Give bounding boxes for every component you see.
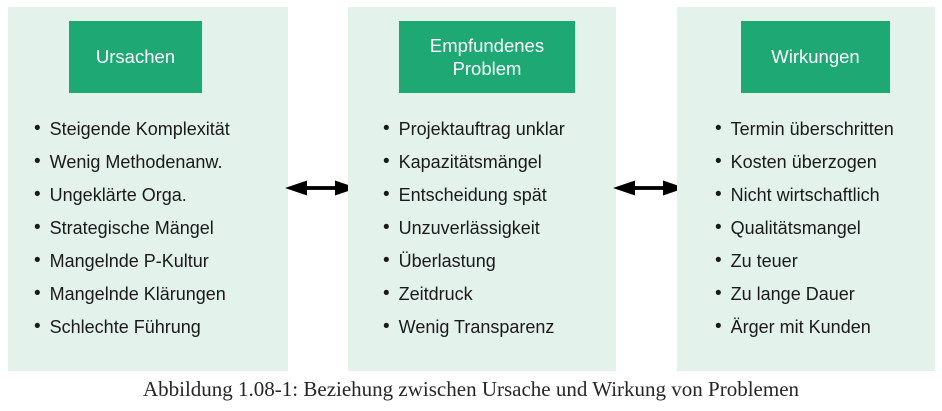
list-item: • Projektauftrag unklar — [348, 113, 616, 146]
bullet-icon: • — [715, 217, 722, 238]
bullet-icon: • — [715, 250, 722, 271]
bullet-icon: • — [715, 184, 722, 205]
causes-list: • Steigende Komplexität • Wenig Methodenan… — [8, 113, 288, 344]
list-item-label: Zu teuer — [730, 251, 798, 271]
column-header-causes: Ursachen — [69, 21, 202, 93]
bullet-icon: • — [715, 316, 722, 337]
bullet-icon: • — [383, 316, 390, 337]
list-item: • Kosten überzogen — [677, 146, 935, 179]
list-item-label: Unzuverlässigkeit — [398, 218, 540, 238]
column-header-problem: Empfundenes Problem — [399, 21, 575, 93]
list-item-label: Steigende Komplexität — [49, 119, 230, 139]
column-header-label: Empfundenes Problem — [429, 34, 545, 79]
column-header-label: Wirkungen — [771, 46, 860, 68]
list-item: • Entscheidung spät — [348, 179, 616, 212]
bullet-icon: • — [715, 151, 722, 172]
list-item: • Steigende Komplexität — [8, 113, 288, 146]
list-item-label: Strategische Mängel — [49, 218, 214, 238]
list-item: • Zu teuer — [677, 245, 935, 278]
list-item: • Überlastung — [348, 245, 616, 278]
double-arrow-icon — [613, 180, 685, 196]
list-item-label: Mangelnde Klärungen — [49, 284, 226, 304]
bullet-icon: • — [34, 217, 41, 238]
list-item: • Wenig Transparenz — [348, 311, 616, 344]
bullet-icon: • — [715, 118, 722, 139]
list-item-label: Wenig Transparenz — [398, 317, 555, 337]
bullet-icon: • — [383, 118, 390, 139]
list-item-label: Nicht wirtschaftlich — [730, 185, 880, 205]
list-item-label: Zeitdruck — [398, 284, 473, 304]
bullet-icon: • — [383, 151, 390, 172]
list-item: • Qualitätsmangel — [677, 212, 935, 245]
list-item: • Ungeklärte Orga. — [8, 179, 288, 212]
list-item-label: Termin überschritten — [730, 119, 894, 139]
list-item: • Mangelnde P-Kultur — [8, 245, 288, 278]
list-item: • Schlechte Führung — [8, 311, 288, 344]
list-item: • Termin überschritten — [677, 113, 935, 146]
list-item-label: Projektauftrag unklar — [398, 119, 565, 139]
list-item: • Ärger mit Kunden — [677, 311, 935, 344]
bullet-icon: • — [34, 283, 41, 304]
bullet-icon: • — [34, 118, 41, 139]
bullet-icon: • — [715, 283, 722, 304]
panel-perceived-problem: Empfundenes Problem • Projektauftrag unkl… — [348, 7, 616, 371]
panel-causes: Ursachen • Steigende Komplexität • Wenig M… — [8, 7, 288, 371]
bullet-icon: • — [34, 184, 41, 205]
list-item: • Zeitdruck — [348, 278, 616, 311]
bullet-icon: • — [34, 250, 41, 271]
list-item: • Zu lange Dauer — [677, 278, 935, 311]
list-item-label: Kapazitätsmängel — [398, 152, 542, 172]
list-item: • Kapazitätsmängel — [348, 146, 616, 179]
bullet-icon: • — [383, 184, 390, 205]
list-item-label: Ärger mit Kunden — [730, 317, 871, 337]
list-item-label: Schlechte Führung — [49, 317, 201, 337]
list-item-label: Mangelnde P-Kultur — [49, 251, 209, 271]
list-item: • Strategische Mängel — [8, 212, 288, 245]
bullet-icon: • — [383, 283, 390, 304]
figure-caption: Abbildung 1.08-1: Beziehung zwischen Urs… — [142, 377, 800, 401]
list-item: • Unzuverlässigkeit — [348, 212, 616, 245]
double-arrow-icon — [285, 180, 357, 196]
column-header-effects: Wirkungen — [741, 21, 890, 93]
list-item-label: Überlastung — [398, 251, 496, 271]
bullet-icon: • — [34, 151, 41, 172]
bullet-icon: • — [34, 316, 41, 337]
column-header-label: Ursachen — [95, 46, 176, 68]
list-item: • Mangelnde Klärungen — [8, 278, 288, 311]
list-item-label: Entscheidung spät — [398, 185, 547, 205]
bullet-icon: • — [383, 250, 390, 271]
panel-effects: Wirkungen • Termin überschritten • Kosten … — [677, 7, 935, 371]
bullet-icon: • — [383, 217, 390, 238]
list-item-label: Ungeklärte Orga. — [49, 185, 187, 205]
effects-list: •Termin überschritten •Kosten überzogen … — [677, 113, 935, 344]
list-item-label: Zu lange Dauer — [730, 284, 855, 304]
list-item-label: Wenig Methodenanw. — [49, 152, 223, 172]
list-item: • Nicht wirtschaftlich — [677, 179, 935, 212]
list-item: • Wenig Methodenanw. — [8, 146, 288, 179]
problem-list: • Projektauftrag unklar • Kapazitätsmängel… — [348, 113, 616, 344]
list-item-label: Qualitätsmangel — [730, 218, 861, 238]
list-item-label: Kosten überzogen — [730, 152, 877, 172]
